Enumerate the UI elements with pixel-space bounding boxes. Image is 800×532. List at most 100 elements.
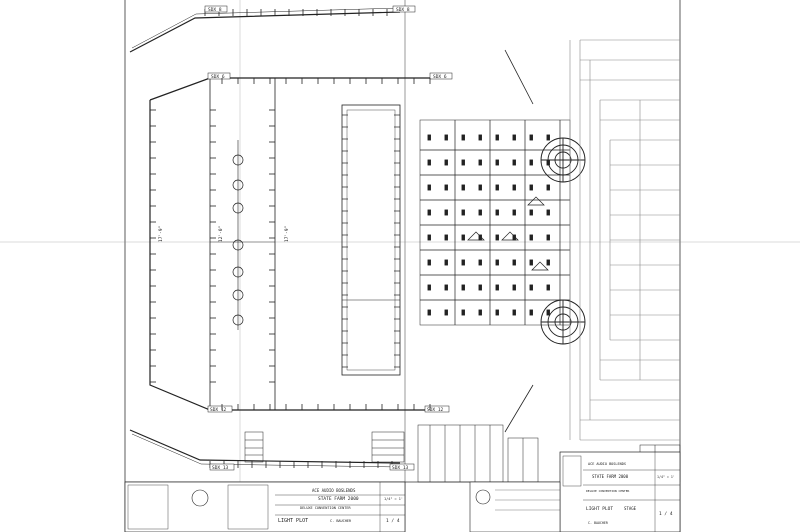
grid-fixture-symbol (529, 209, 533, 216)
grid-fixture-symbol (512, 234, 516, 241)
tb-left-designer: C. BAUCHER (330, 519, 352, 523)
grid-fixture-symbol (529, 159, 533, 166)
grid-fixture-symbol (529, 259, 533, 266)
riser-fixture-ticks (342, 114, 400, 368)
dimension-label-right: 17'-9" (284, 226, 290, 242)
grid-fixture-symbol (546, 284, 550, 291)
grid-fixture-symbol (495, 284, 499, 291)
stage-riser (341, 104, 401, 376)
tb-left-client: ACE AUDIO BOSLENDS (312, 488, 356, 493)
grid-fixture-symbol (444, 159, 448, 166)
tb-right-scale: 1/4" = 1' (657, 475, 675, 479)
grid-fixture-symbol (512, 134, 516, 141)
turntable-upper (540, 137, 586, 183)
grid-fixture-symbol (512, 284, 516, 291)
tb-left-sheet-title: LIGHT PLOT (278, 518, 308, 524)
fixture-symbol (232, 289, 244, 301)
tb-left-sheet-number: 1 / 4 (386, 518, 400, 524)
svg-text:SDX 6: SDX 6 (433, 74, 447, 80)
svg-text:SDX 8: SDX 8 (208, 7, 222, 13)
turntable-lower (540, 299, 586, 345)
grid-fixture-symbol (495, 234, 499, 241)
grid-fixture-symbol (495, 259, 499, 266)
tb-right-show: STATE FARM 2000 (592, 474, 629, 479)
grid-fixture-symbol (427, 309, 431, 316)
grid-fixture-symbol (427, 234, 431, 241)
svg-text:SDX 12: SDX 12 (427, 407, 444, 413)
truss-fixture-ticks (150, 78, 431, 410)
grid-fixture-symbol (529, 134, 533, 141)
svg-text:SDX 6: SDX 6 (211, 74, 225, 80)
grid-fixture-symbol (529, 284, 533, 291)
grid-fixture-symbol (478, 284, 482, 291)
grid-fixture-symbol (512, 309, 516, 316)
pipe-tag-lower-left: SDX 12 (207, 405, 233, 413)
sight-lines (504, 49, 534, 433)
grid-fixture-symbol (478, 184, 482, 191)
grid-fixture-symbol (495, 309, 499, 316)
pipe-tag-lower-right: SDX 12 (424, 405, 450, 413)
tb-right-client: ACE AUDIO BOSLENDS (588, 462, 626, 466)
grid-fixture-symbol (444, 184, 448, 191)
grid-fixture-symbol (495, 184, 499, 191)
grid-fixture-symbol (461, 159, 465, 166)
tb-right-sheet-number: 1 / 4 (659, 511, 673, 517)
tb-left-subtitle: DELUXE CONVENTION CENTER (300, 506, 351, 510)
grid-fixture-symbol (444, 259, 448, 266)
grid-fixture-symbol (427, 284, 431, 291)
fixture-symbol (232, 202, 244, 214)
title-block-left: ACE AUDIO BOSLENDS STATE FARM 2000 DELUX… (124, 481, 406, 532)
fixture-symbol (232, 266, 244, 278)
grid-fixture-symbol (478, 134, 482, 141)
grid-fixture-symbol (461, 184, 465, 191)
fixture-symbol (232, 154, 244, 166)
grid-fixture-symbol (512, 184, 516, 191)
grid-fixture-symbol (495, 134, 499, 141)
pipe-tag-top-left: SDX 8 (204, 5, 228, 13)
tb-left-scale: 1/4" = 1' (384, 497, 403, 501)
grid-fixture-symbol (427, 184, 431, 191)
grid-fixture-symbol (461, 234, 465, 241)
dimension-label-left: 17'-9" (158, 226, 164, 242)
pipe-tag-upper-right: SDX 6 (429, 72, 453, 80)
pipe-sdx-13 (129, 429, 401, 468)
grid-fixture-symbol (444, 209, 448, 216)
grid-fixture-symbol (546, 184, 550, 191)
grid-fixture-symbol (478, 159, 482, 166)
grid-fixture-symbol (529, 234, 533, 241)
fixture-symbol (232, 239, 244, 251)
grid-fixture-symbol (512, 209, 516, 216)
grid-fixture-symbol (478, 309, 482, 316)
grid-fixture-symbol (546, 209, 550, 216)
pipe-tag-bottom-right: SDX 13 (389, 463, 415, 471)
tb-right-sheet-title: LIGHT PLOT (586, 506, 613, 512)
title-block-center (469, 481, 561, 532)
svg-text:SDX 13: SDX 13 (212, 465, 229, 471)
grid-fixture-symbol (461, 309, 465, 316)
grid-fixture-symbol (427, 159, 431, 166)
grid-fixture-symbol (546, 134, 550, 141)
svg-text:17'-9": 17'-9" (158, 226, 164, 242)
svg-text:SDX 12: SDX 12 (210, 407, 227, 413)
fixture-symbol (232, 314, 244, 326)
grid-fixture-symbol (512, 159, 516, 166)
grid-fixture-symbol (427, 209, 431, 216)
grid-fixture-symbol (461, 209, 465, 216)
tb-left-show: STATE FARM 2000 (318, 496, 359, 502)
stage-grid-fixtures (427, 134, 550, 316)
svg-text:SDX 13: SDX 13 (392, 465, 409, 471)
grid-fixture-symbol (495, 209, 499, 216)
grid-fixture-symbol (461, 134, 465, 141)
house-structure (569, 39, 680, 441)
tb-right-subtitle: DELUXE CONVENTION CENTER (586, 489, 630, 493)
grid-fixture-symbol (478, 234, 482, 241)
svg-text:17'-9": 17'-9" (284, 226, 290, 242)
grid-fixture-symbol (444, 309, 448, 316)
grid-fixture-symbol (478, 209, 482, 216)
dimension-label-center: 12'-0" (218, 226, 224, 242)
grid-fixture-symbol (529, 184, 533, 191)
grid-fixture-symbol (478, 259, 482, 266)
grid-fixture-symbol (546, 234, 550, 241)
grid-fixture-symbol (546, 259, 550, 266)
stage-grid (419, 119, 571, 326)
